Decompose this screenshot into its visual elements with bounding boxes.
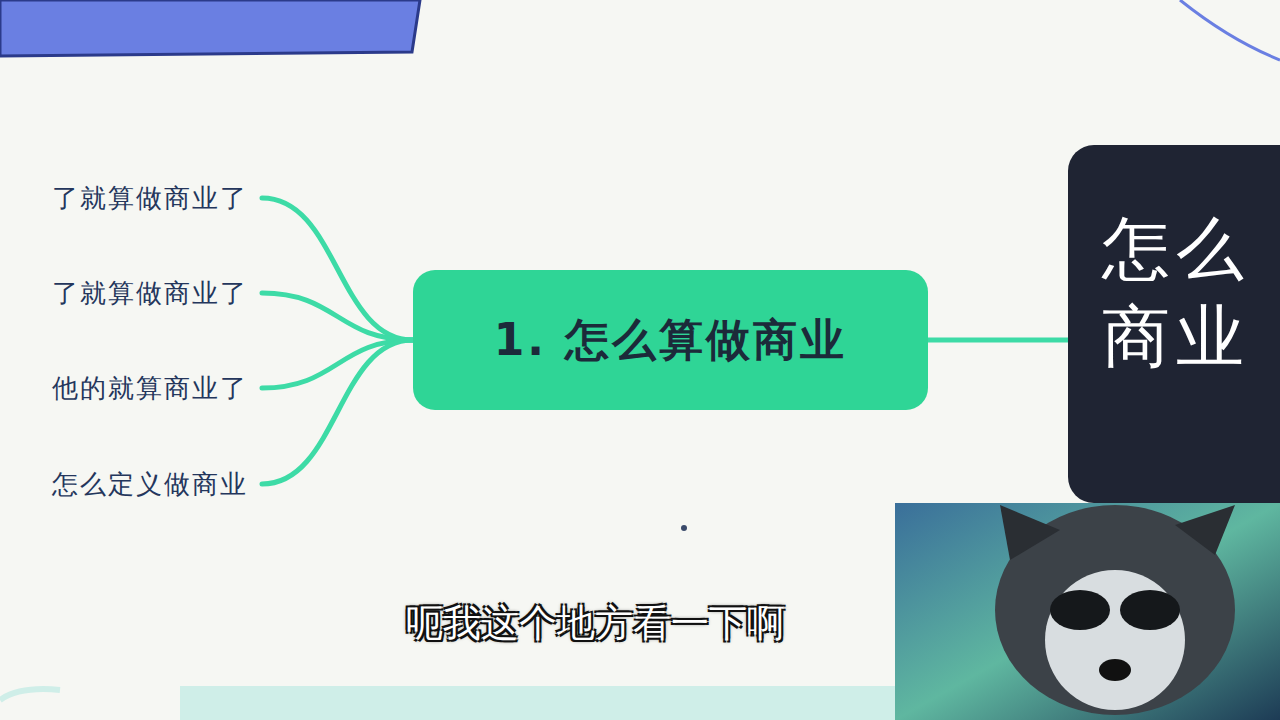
topic-text: 他的就算商业了 xyxy=(52,371,248,406)
subtitle: 呃我这个地方看一下啊 xyxy=(405,598,785,649)
branch-line xyxy=(262,198,413,340)
topic-text: 了就算做商业了 xyxy=(52,276,248,311)
bottom-band xyxy=(180,686,900,720)
header-band xyxy=(0,0,420,56)
branch-line xyxy=(928,338,1068,343)
branch-line xyxy=(262,293,413,340)
raccoon-head xyxy=(995,505,1235,715)
raccoon-ear xyxy=(1175,505,1235,555)
dot xyxy=(681,525,687,531)
topic-text: 怎么定义做商业 xyxy=(52,467,248,502)
central-topic: 1. 怎么算做商业 xyxy=(413,270,928,410)
raccoon-mask xyxy=(1050,590,1110,630)
raccoon-face xyxy=(1045,570,1185,710)
branch-topic: 了就算做商业了 xyxy=(52,181,248,216)
photo-ground xyxy=(895,503,1280,720)
branch-topic: 怎么定义做商业 xyxy=(52,467,248,502)
topic-text: 1. 怎么算做商业 xyxy=(494,311,848,370)
raccoon-ear xyxy=(1000,505,1060,560)
topic-text: 了就算做商业了 xyxy=(52,181,248,216)
raccoon-mask xyxy=(1120,590,1180,630)
branch-line xyxy=(262,340,413,484)
corner-arc xyxy=(1180,0,1280,60)
root-topic: 怎么 商业 xyxy=(1068,145,1280,503)
topic-text: 怎么 商业 xyxy=(1102,205,1252,382)
branch-topic: 了就算做商业了 xyxy=(52,276,248,311)
raccoon-nose xyxy=(1099,659,1131,681)
branch-topic: 他的就算商业了 xyxy=(52,371,248,406)
bottom-curve xyxy=(0,689,60,700)
